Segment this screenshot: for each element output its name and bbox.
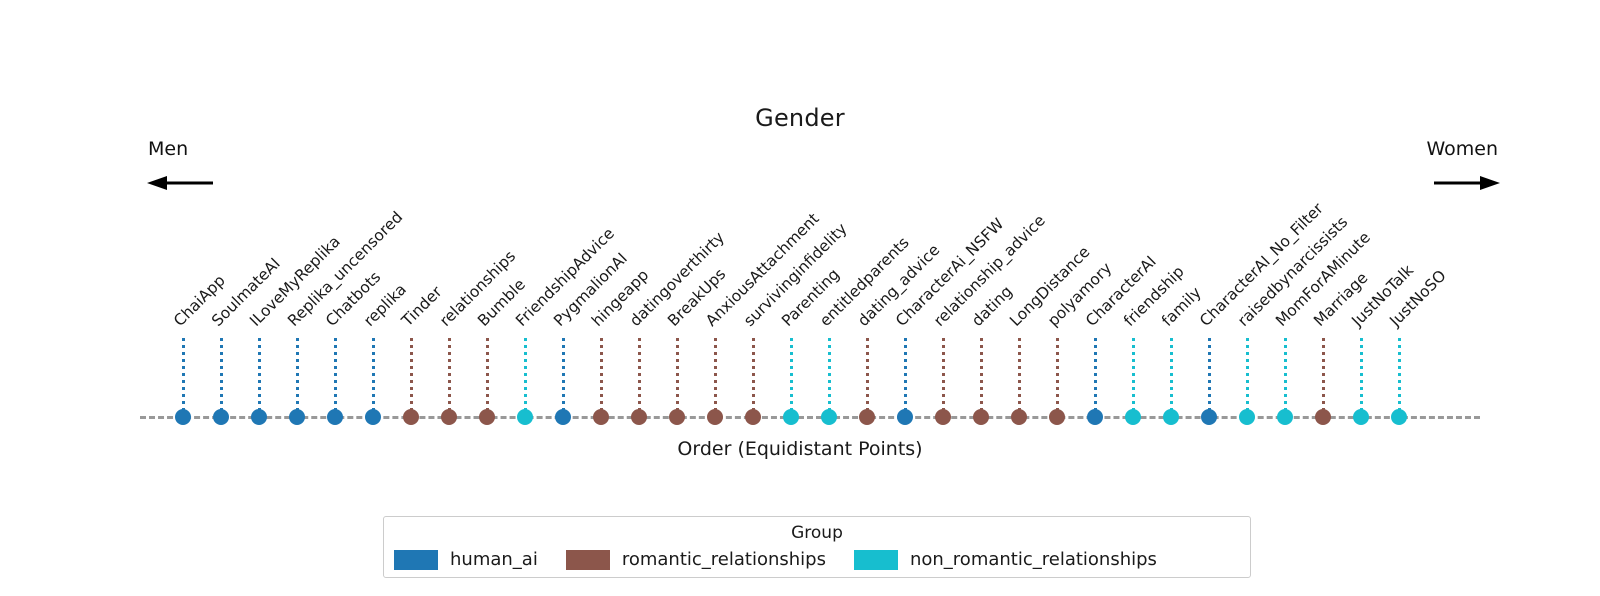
data-point-marker[interactable] — [1391, 409, 1407, 425]
stem-line — [827, 338, 831, 417]
stem-line — [979, 338, 983, 417]
legend-swatch — [853, 549, 898, 570]
data-point-marker[interactable] — [1011, 409, 1027, 425]
data-point-marker[interactable] — [783, 409, 799, 425]
stem-line — [523, 338, 527, 417]
data-point-marker[interactable] — [1277, 409, 1293, 425]
legend-swatch — [394, 549, 438, 570]
data-point-marker[interactable] — [1049, 409, 1065, 425]
data-point-marker[interactable] — [593, 409, 609, 425]
stem-line — [1131, 338, 1135, 417]
data-point-marker[interactable] — [555, 409, 571, 425]
data-point-marker[interactable] — [441, 409, 457, 425]
data-point-marker[interactable] — [1087, 409, 1103, 425]
stem-line — [295, 338, 299, 417]
legend-item[interactable]: human_ai — [394, 549, 538, 570]
stem-line — [561, 338, 565, 417]
women-direction-label: Women — [1426, 138, 1498, 160]
stem-line — [1017, 338, 1021, 417]
legend-title: Group — [791, 523, 843, 543]
data-point-marker[interactable] — [897, 409, 913, 425]
arrow-left-icon — [147, 176, 213, 190]
data-point-marker[interactable] — [1201, 409, 1217, 425]
data-point-marker[interactable] — [479, 409, 495, 425]
data-point-marker[interactable] — [327, 409, 343, 425]
stem-line — [1055, 338, 1059, 417]
data-point-marker[interactable] — [745, 409, 761, 425]
data-point-marker[interactable] — [859, 409, 875, 425]
data-point-marker[interactable] — [1239, 409, 1255, 425]
legend-label: non_romantic_relationships — [909, 549, 1157, 570]
stem-line — [181, 338, 185, 417]
data-point-marker[interactable] — [1315, 409, 1331, 425]
data-point-marker[interactable] — [935, 409, 951, 425]
data-point-marker[interactable] — [707, 409, 723, 425]
stem-line — [675, 338, 679, 417]
data-point-marker[interactable] — [213, 409, 229, 425]
data-point-marker[interactable] — [669, 409, 685, 425]
stem-line — [1093, 338, 1097, 417]
stem-line — [1207, 338, 1211, 417]
stem-line — [713, 338, 717, 417]
legend-item[interactable]: romantic_relationships — [565, 549, 826, 570]
baseline-axis — [140, 416, 1480, 419]
stem-line — [865, 338, 869, 417]
data-point-marker[interactable] — [1125, 409, 1141, 425]
stem-line — [1169, 338, 1173, 417]
data-point-marker[interactable] — [403, 409, 419, 425]
stem-line — [1359, 338, 1363, 417]
stem-line — [1283, 338, 1287, 417]
data-point-marker[interactable] — [251, 409, 267, 425]
data-point-marker[interactable] — [631, 409, 647, 425]
stem-line — [1321, 338, 1325, 417]
data-point-marker[interactable] — [517, 409, 533, 425]
stem-line — [257, 338, 261, 417]
legend-item[interactable]: non_romantic_relationships — [853, 549, 1157, 570]
data-point-marker[interactable] — [365, 409, 381, 425]
stem-line — [447, 338, 451, 417]
stem-line — [485, 338, 489, 417]
data-point-marker[interactable] — [973, 409, 989, 425]
data-point-marker[interactable] — [289, 409, 305, 425]
stem-line — [941, 338, 945, 417]
data-point-marker[interactable] — [175, 409, 191, 425]
legend-swatch — [565, 549, 610, 570]
chart-title: Gender — [755, 104, 845, 132]
stem-line — [409, 338, 413, 417]
x-axis-label: Order (Equidistant Points) — [677, 438, 923, 460]
legend-items: human_ai romantic_relationships non_romant… — [384, 549, 1250, 570]
stem-line — [789, 338, 793, 417]
legend-label: romantic_relationships — [621, 549, 826, 570]
legend-label: human_ai — [450, 549, 538, 570]
stem-line — [903, 338, 907, 417]
stem-line — [219, 338, 223, 417]
legend: Group human_ai romantic_relationships non_… — [383, 516, 1251, 578]
stem-line — [371, 338, 375, 417]
data-point-marker[interactable] — [821, 409, 837, 425]
arrow-right-icon — [1434, 176, 1500, 190]
stem-line — [333, 338, 337, 417]
data-point-marker[interactable] — [1163, 409, 1179, 425]
data-point-marker[interactable] — [1353, 409, 1369, 425]
stem-line — [1245, 338, 1249, 417]
men-direction-label: Men — [148, 138, 189, 160]
stem-line — [1397, 338, 1401, 417]
stem-line — [751, 338, 755, 417]
stem-line — [599, 338, 603, 417]
stem-line — [637, 338, 641, 417]
